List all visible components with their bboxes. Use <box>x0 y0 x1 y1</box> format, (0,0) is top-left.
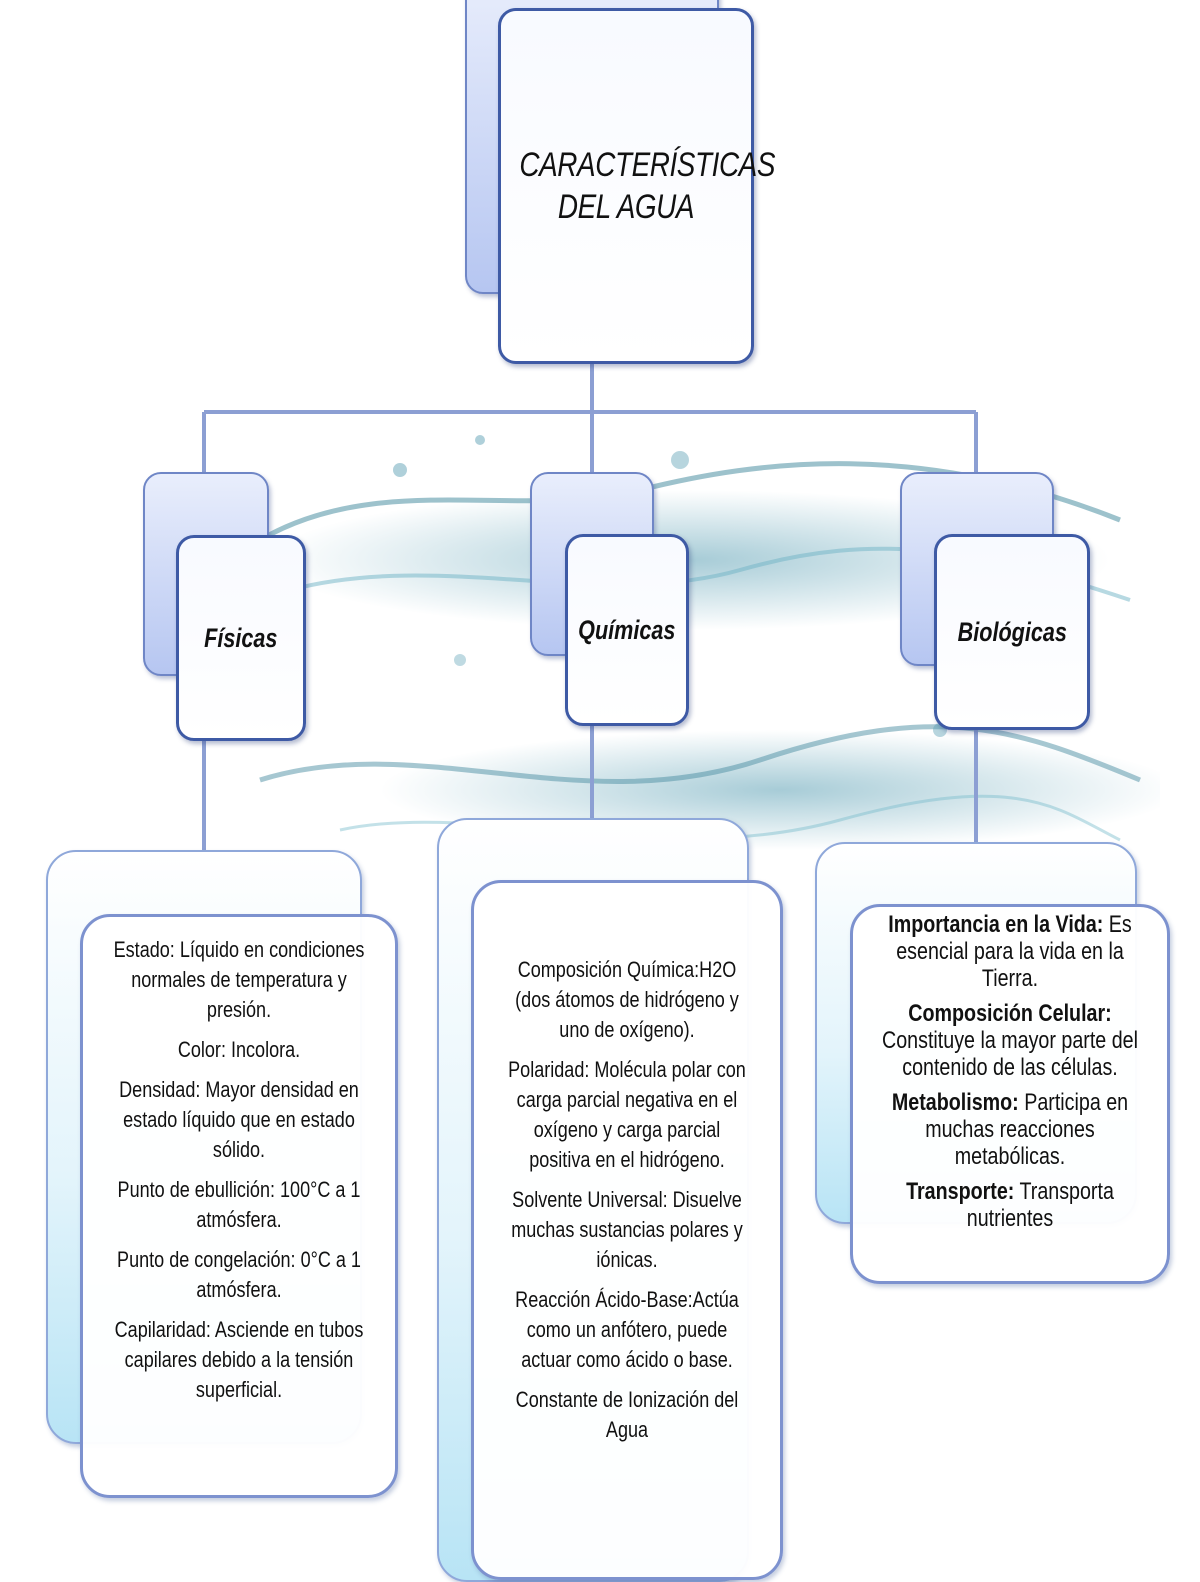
detail-item: Densidad: Mayor densidad en estado líqui… <box>111 1075 367 1165</box>
detail-item: Punto de congelación: 0°C a 1 atmósfera. <box>111 1245 367 1305</box>
detail-panel-biologicas: Importancia en la Vida: Es esencial para… <box>850 904 1170 1284</box>
detail-list-quimicas: Composición Química:H2O (dos átomos de h… <box>474 955 780 1455</box>
detail-desc: Líquido en condiciones normales de tempe… <box>131 937 365 1022</box>
detail-desc: Es esencial para la vida en la Tierra. <box>896 911 1132 992</box>
category-label: Químicas <box>578 614 676 645</box>
category-node-quimicas: Químicas <box>565 534 689 726</box>
detail-term: Metabolismo: <box>891 1089 1019 1116</box>
detail-panel-quimicas: Composición Química:H2O (dos átomos de h… <box>471 880 783 1580</box>
detail-item: Solvente Universal: Disuelve muchas sust… <box>502 1185 753 1275</box>
detail-item: Transporte: Transporta nutrientes <box>881 1178 1138 1232</box>
detail-item: Estado: Líquido en condiciones normales … <box>111 935 367 1025</box>
category-label: Físicas <box>204 622 278 653</box>
detail-desc: Participa en muchas reacciones metabólic… <box>925 1089 1129 1170</box>
detail-term: Punto de congelación: <box>117 1247 296 1272</box>
detail-item: Composición Celular: Constituye la mayor… <box>881 1000 1138 1081</box>
detail-item: Capilaridad: Asciende en tubos capilares… <box>111 1315 367 1405</box>
detail-desc: Transporta nutrientes <box>966 1178 1114 1232</box>
detail-item: Polaridad: Molécula polar con carga parc… <box>502 1055 753 1175</box>
detail-desc: Actúa como un anfótero, puede actuar com… <box>521 1287 739 1372</box>
diagram-title: CARACTERÍSTICAS DEL AGUA <box>519 146 776 226</box>
detail-desc: Constituye la mayor parte del contenido … <box>882 1027 1138 1081</box>
detail-desc: 0°C a 1 atmósfera. <box>196 1247 361 1302</box>
detail-term: Color: <box>177 1037 226 1062</box>
detail-item: Constante de Ionización del Agua <box>502 1385 753 1445</box>
detail-term: Importancia en la Vida: <box>888 911 1104 938</box>
detail-item: Composición Química:H2O (dos átomos de h… <box>502 955 753 1045</box>
detail-item: Importancia en la Vida: Es esencial para… <box>881 911 1138 992</box>
detail-item: Punto de ebullición: 100°C a 1 atmósfera… <box>111 1175 367 1235</box>
detail-desc: Disuelve muchas sustancias polares y ión… <box>511 1187 743 1272</box>
detail-term: Solvente Universal: <box>512 1187 668 1212</box>
detail-term: Densidad: <box>119 1077 201 1102</box>
category-label: Biológicas <box>957 616 1067 647</box>
category-node-fisicas: Físicas <box>176 535 306 741</box>
title-node: CARACTERÍSTICAS DEL AGUA <box>498 8 776 364</box>
detail-item: Color: Incolora. <box>111 1035 367 1065</box>
detail-item: Metabolismo: Participa en muchas reaccio… <box>881 1089 1138 1170</box>
detail-desc: 100°C a 1 atmósfera. <box>196 1177 361 1232</box>
detail-term: Composición Celular: <box>908 1000 1112 1027</box>
detail-desc: H2O (dos átomos de hidrógeno y uno de ox… <box>515 957 739 1042</box>
detail-term: Reacción Ácido-Base: <box>515 1287 693 1312</box>
detail-term: Composición Química: <box>517 957 700 982</box>
detail-term: Punto de ebullición: <box>117 1177 276 1202</box>
detail-desc: Molécula polar con carga parcial negativ… <box>516 1057 746 1172</box>
detail-desc: Mayor densidad en estado líquido que en … <box>123 1077 359 1162</box>
detail-item: Reacción Ácido-Base:Actúa como un anfóte… <box>502 1285 753 1375</box>
detail-term: Polaridad: <box>508 1057 590 1082</box>
detail-term: Estado: <box>113 937 175 962</box>
detail-panel-fisicas: Estado: Líquido en condiciones normales … <box>80 914 398 1498</box>
category-node-biologicas: Biológicas <box>934 534 1090 730</box>
detail-list-biologicas: Importancia en la Vida: Es esencial para… <box>853 911 1167 1240</box>
detail-term: Transporte: <box>906 1178 1015 1205</box>
detail-term: Constante de Ionización del Agua <box>515 1387 739 1442</box>
detail-desc: Incolora. <box>225 1037 301 1062</box>
detail-term: Capilaridad: <box>114 1317 211 1342</box>
detail-list-fisicas: Estado: Líquido en condiciones normales … <box>83 935 395 1415</box>
detail-desc: Asciende en tubos capilares debido a la … <box>124 1317 364 1402</box>
